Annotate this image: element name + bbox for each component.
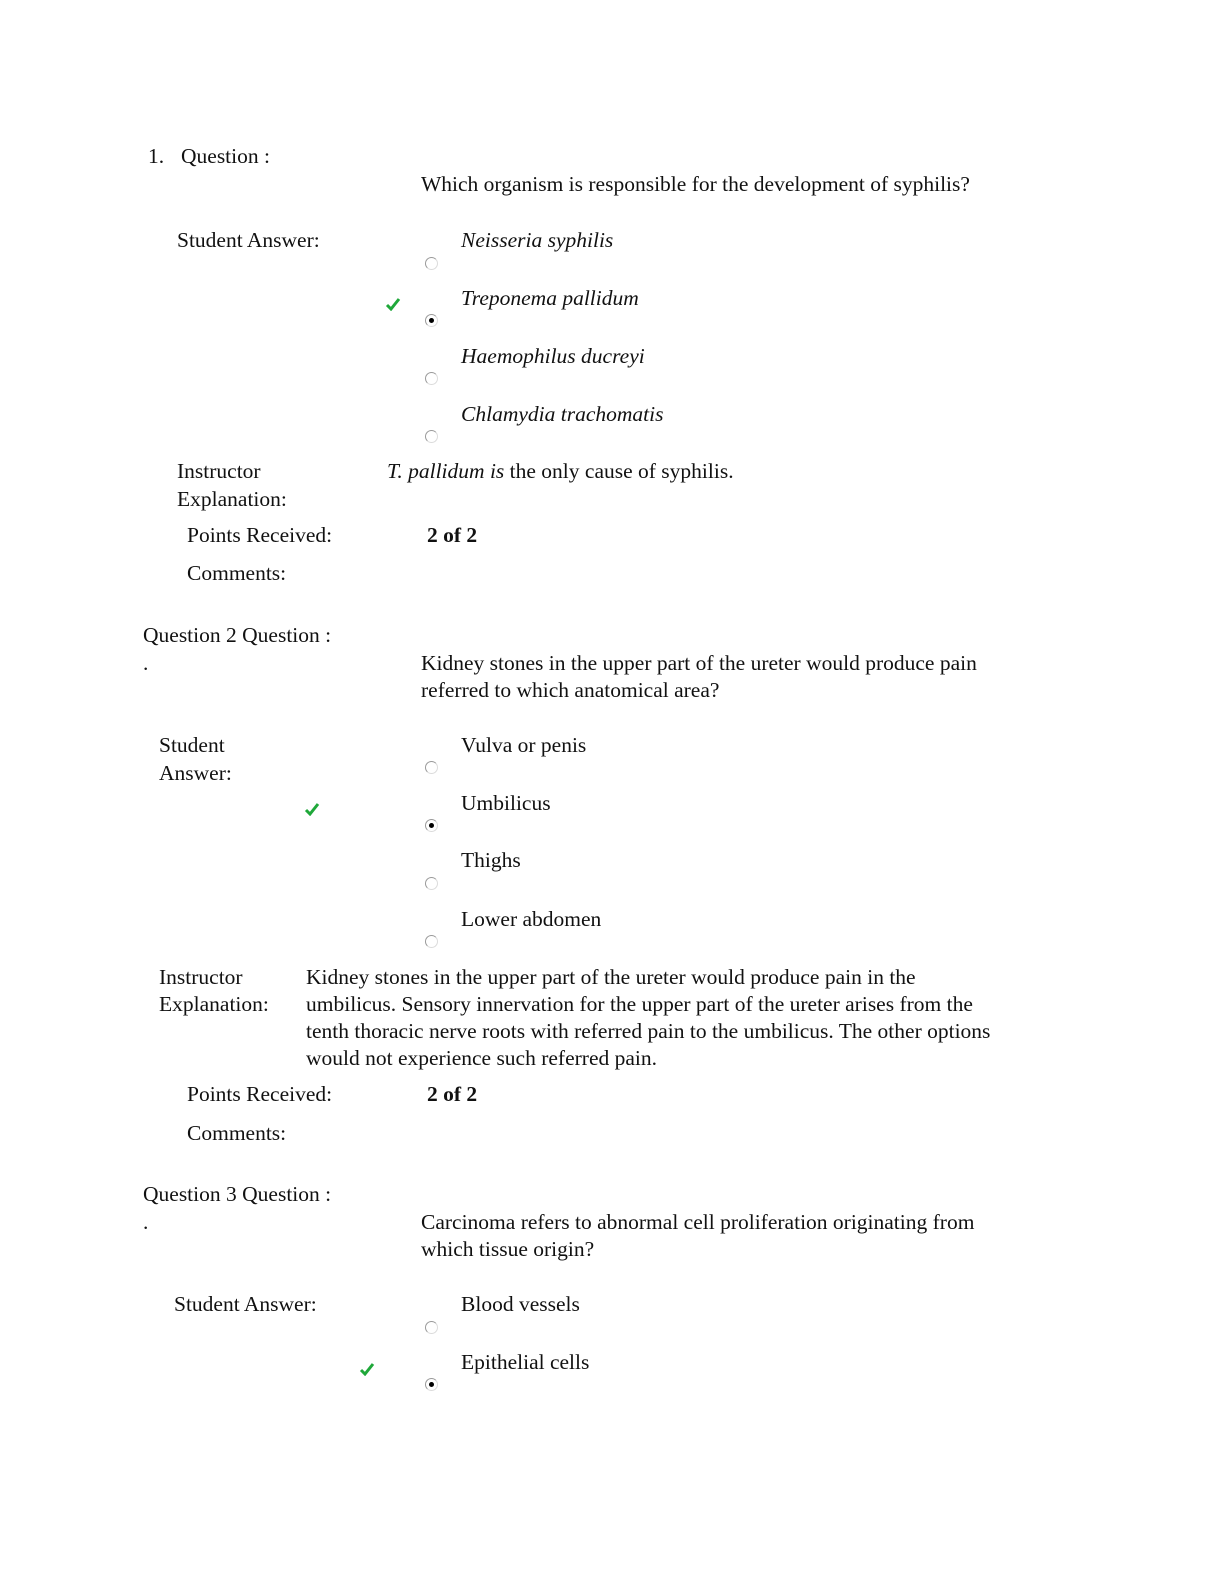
explanation-label: Instructor — [177, 459, 261, 483]
explanation-italic: is — [489, 459, 505, 483]
student-answer-label: Student Answer: — [174, 1292, 317, 1316]
option-text: Thighs — [461, 848, 521, 872]
comments-label: Comments: — [187, 561, 287, 585]
explanation-label: Instructor — [159, 965, 243, 989]
comments-label: Comments: — [187, 1121, 287, 1145]
option-text: Vulva or penis — [461, 733, 587, 757]
radio-button[interactable] — [425, 430, 438, 443]
option-text: Lower abdomen — [461, 907, 602, 931]
explanation-label: Explanation: — [177, 487, 287, 511]
points-value: 2 of 2 — [427, 1082, 478, 1106]
question-prompt-line: which tissue origin? — [421, 1237, 595, 1261]
question-label: Question 3 Question : — [143, 1182, 332, 1206]
explanation-text: T. pallidum is the only cause of syphili… — [387, 458, 734, 485]
points-label: Points Received: — [187, 523, 333, 547]
explanation-italic: T. pallidum — [387, 459, 485, 483]
check-icon — [359, 1363, 375, 1376]
points-label: Points Received: — [187, 1082, 333, 1106]
question-number: 1. — [148, 144, 165, 168]
radio-button[interactable] — [425, 935, 438, 948]
question-prompt-line: Carcinoma refers to abnormal cell prolif… — [421, 1210, 975, 1234]
check-icon — [385, 298, 401, 311]
radio-button-selected[interactable] — [425, 1378, 438, 1391]
option-text: Epithelial cells — [461, 1350, 590, 1374]
student-answer-label: Student Answer: — [177, 228, 320, 252]
option-text: Blood vessels — [461, 1292, 580, 1316]
radio-button[interactable] — [425, 877, 438, 890]
question-prompt: Which organism is responsible for the de… — [421, 172, 970, 196]
question-dot: . — [143, 651, 149, 675]
question-prompt-line: Kidney stones in the upper part of the u… — [421, 651, 977, 675]
explanation-line: would not experience such referred pain. — [306, 1046, 658, 1070]
explanation-line: Kidney stones in the upper part of the u… — [306, 965, 916, 989]
points-value: 2 of 2 — [427, 523, 478, 547]
question-label: Question 2 Question : — [143, 623, 332, 647]
student-answer-label: Student — [159, 733, 225, 757]
radio-button[interactable] — [425, 1321, 438, 1334]
check-icon — [304, 803, 320, 816]
explanation-label: Explanation: — [159, 992, 269, 1016]
option-text: Chlamydia trachomatis — [461, 402, 664, 426]
radio-button[interactable] — [425, 761, 438, 774]
question-label: Question : — [181, 144, 270, 168]
explanation-rest: the only cause of syphilis. — [509, 459, 734, 483]
question-dot: . — [143, 1210, 149, 1234]
explanation-line: tenth thoracic nerve roots with referred… — [306, 1019, 991, 1043]
explanation-line: umbilicus. Sensory innervation for the u… — [306, 992, 973, 1016]
radio-button-selected[interactable] — [425, 819, 438, 832]
option-text: Umbilicus — [461, 791, 551, 815]
student-answer-label: Answer: — [159, 761, 232, 785]
radio-button[interactable] — [425, 257, 438, 270]
option-text: Treponema pallidum — [461, 286, 639, 310]
option-text: Neisseria syphilis — [461, 228, 614, 252]
option-text: Haemophilus ducreyi — [461, 344, 645, 368]
radio-button-selected[interactable] — [425, 314, 438, 327]
radio-button[interactable] — [425, 372, 438, 385]
question-prompt-line: referred to which anatomical area? — [421, 678, 720, 702]
